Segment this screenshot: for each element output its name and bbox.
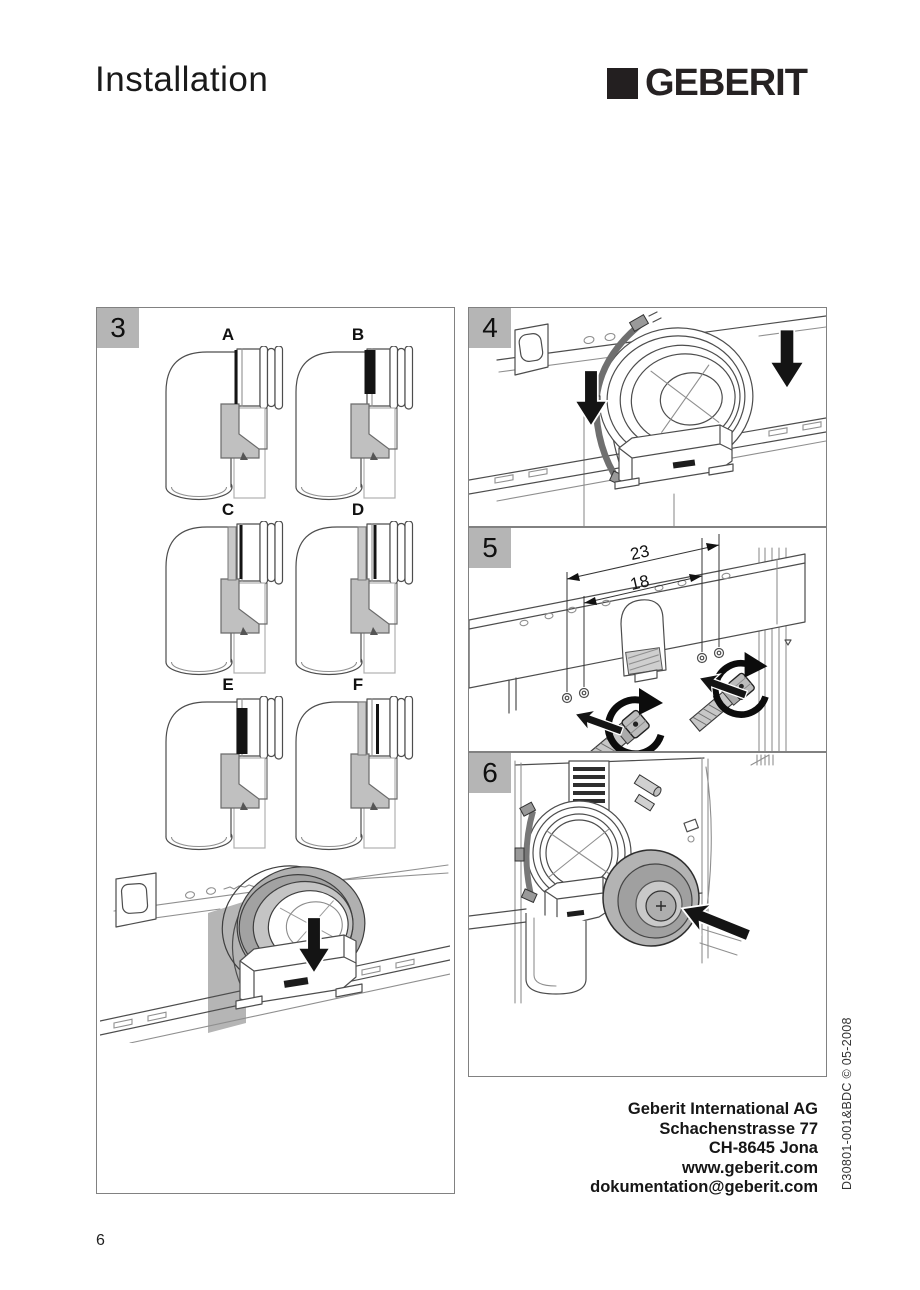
elbow-drawing-c (165, 521, 284, 676)
elbow-drawing-a (165, 346, 284, 501)
address-line: www.geberit.com (682, 1158, 818, 1177)
dimension-label-inner: 18 (628, 571, 651, 594)
brand-logo-text: GEBERIT (645, 62, 808, 104)
elbow-drawing-e (165, 696, 284, 851)
footer-address: Geberit International AG Schachenstrasse… (590, 1100, 818, 1198)
variant-figure-e: E (163, 674, 293, 856)
elbow-drawing-b (295, 346, 414, 501)
step-badge-3: 3 (97, 308, 139, 348)
threaded-rod (633, 774, 662, 812)
variant-label: C (221, 500, 235, 519)
step-badge-4: 4 (469, 308, 511, 348)
address-line: Schachenstrasse 77 (659, 1119, 818, 1138)
down-arrow-icon (768, 328, 806, 390)
doc-code-vertical: D30801-001&BDC © 05-2008 (840, 1017, 854, 1190)
variant-label: B (351, 325, 365, 344)
elbow-drawing-d (295, 521, 414, 676)
elbow-drawing-f (295, 696, 414, 851)
step-panel-6: 6 (468, 752, 827, 1077)
page-title: Installation (95, 60, 269, 99)
mounting-bracket (614, 424, 734, 490)
dimension-lines (566, 534, 720, 692)
address-line: dokumentation@geberit.com (590, 1178, 818, 1196)
brand-logo: GEBERIT (607, 62, 808, 104)
drain-pipe (525, 913, 587, 995)
step-panel-3: 3 A B C D (96, 307, 455, 1194)
dimension-label-outer: 23 (628, 541, 651, 564)
variant-label: A (221, 325, 235, 344)
variant-label: F (352, 675, 364, 694)
variant-figure-a: A (163, 324, 293, 506)
variant-label: E (222, 675, 234, 694)
brand-logo-square-icon (607, 67, 638, 99)
step-panel-5: 5 (468, 527, 827, 752)
variant-figure-d: D (293, 499, 423, 681)
variant-figure-c: C (163, 499, 293, 681)
rail-clip (625, 647, 663, 683)
address-line: CH-8645 Jona (708, 1139, 818, 1157)
step6-plug-drawing (469, 754, 774, 1004)
protection-plug (602, 849, 700, 947)
step5-rail-drawing: 23 18 (469, 534, 806, 751)
step3-assembly-drawing (100, 864, 450, 1043)
address-line: Geberit International AG (627, 1100, 818, 1118)
step4-assembly-drawing (469, 311, 826, 526)
variant-figure-f: F (293, 674, 423, 856)
step-badge-5: 5 (469, 528, 511, 568)
variant-label: D (351, 500, 365, 519)
variant-figure-b: B (293, 324, 423, 506)
step-badge-6: 6 (469, 753, 511, 793)
step-panel-4: 4 (468, 307, 827, 527)
page-number: 6 (96, 1232, 105, 1249)
